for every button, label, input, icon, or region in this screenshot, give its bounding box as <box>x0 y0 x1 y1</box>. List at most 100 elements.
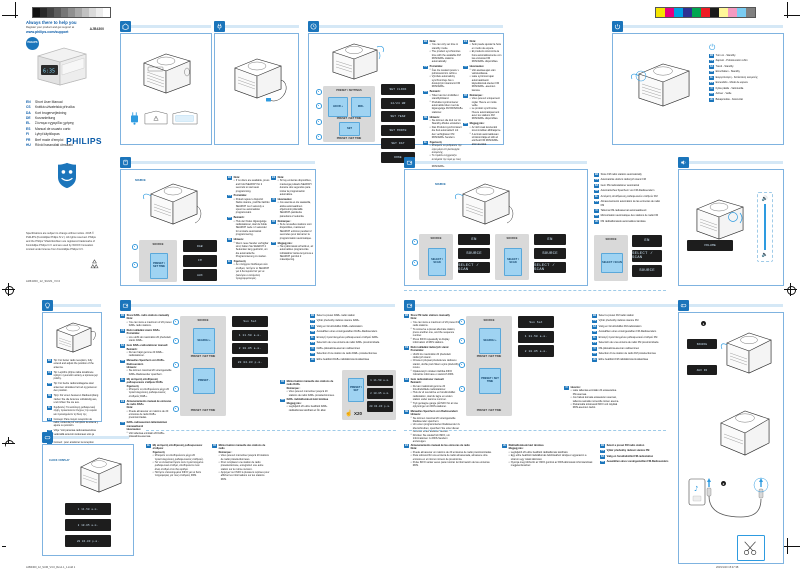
dab-instruction-line-1: Vous pouvez mémoriser jusqu'à 20 station… <box>287 390 336 397</box>
dab-instruction-body: Μη αυτόματη αποθήκευση ραδιοφωνικών σταθ… <box>127 378 174 398</box>
dab-instruction-title: Μη αυτόματη αποθήκευση ραδιοφωνικών σταθ… <box>126 377 164 385</box>
lcd-fm-auto-2-text: SOURCE <box>466 251 482 256</box>
gray-swatch-8 <box>89 8 96 17</box>
device-illustration-fm-auto <box>451 178 517 232</box>
lcd-source-1-text: DAB <box>197 244 203 248</box>
accessory-power-adapter <box>129 111 140 130</box>
button-set[interactable]: SET <box>339 122 360 136</box>
language-flag-de: DE <box>120 359 126 364</box>
tab-rule-dab-manual <box>131 304 395 307</box>
button-dab-preset-x20[interactable]: PRESET / SET <box>348 378 364 402</box>
bottom-instruction-a-title: Μη αυτόματη αποθήκευση ραδιοφωνικών σταθ… <box>152 444 203 451</box>
tip-text: Tip: For better radio reception, fully e… <box>53 359 94 369</box>
button-hour-plus[interactable]: HOUR + <box>328 97 348 117</box>
button-fm-auto-select-scan[interactable]: SELECT / SCAN <box>601 253 623 273</box>
source-instruction-line-1: Jos asemia ei ole saatavilla, aloita aut… <box>278 201 314 218</box>
card-title-fm-auto-2: SOURCE <box>506 237 518 240</box>
button-card-fm-auto-2: SOURCE SELECT / SCAN <box>495 234 529 280</box>
button-min-minus[interactable]: MIN - <box>351 97 371 117</box>
language-flag-es: ES <box>592 341 598 346</box>
lcd-clock-1: SET CLOCK <box>381 84 415 95</box>
preset-display-list: 1 11.50 a.m. 2 10.05 a.m. 20 04.03 p.m. <box>367 375 393 412</box>
clock-instruction-title: Nota: <box>469 40 476 43</box>
fm-instruction-line-3: Tryk gentagne gange på INFO for at vise … <box>411 401 460 409</box>
clock-instruction-line-1: Sie können die Zeit nur im Standby-Modus… <box>430 119 463 126</box>
lcd-clock-3-text: SET YEAR <box>390 115 406 118</box>
lcd-fm-auto-7-text: EN <box>644 239 650 243</box>
fm-bullet-3 <box>459 362 465 368</box>
lcd-clock-5-text: SET DAY <box>391 142 405 145</box>
dab-select-text: Auswählen eines voreingestellten DAB+-Ra… <box>316 330 378 334</box>
card-mid-fm: PRESET / SET TIME <box>476 355 502 358</box>
bottom-instruction-c-line-3: Pulse INFO varias veces para mostrar la … <box>411 461 496 468</box>
color-calibration-bar <box>655 7 756 18</box>
button-dab-preset[interactable]: PRESET - <box>193 368 215 394</box>
philips-badge: PHILIPS <box>26 36 39 50</box>
lcd-mode-2: 2 10.05 a.m. <box>65 519 111 531</box>
lcd-fm-auto-9-text: SOURCE <box>639 269 655 273</box>
button-fm-auto-scan-1[interactable]: SELECT / SCAN <box>428 248 446 276</box>
clock-instruction-body: Poznámka:Čas lze nastavit pouze v pohoto… <box>430 65 463 89</box>
volume-track[interactable] <box>764 204 766 250</box>
button-fm-preset[interactable]: PRESET / SET TIME <box>479 368 501 394</box>
fm-auto-text: Almacenamiento automático de las emisora… <box>600 200 661 207</box>
dab-instruction-note-title: Bemærk: <box>126 347 138 351</box>
lcd-source-3: AUX <box>183 269 217 281</box>
bottom-instruction-e-body: Výběr předvolby rádiové stanice FM <box>607 449 650 453</box>
fm-instruction-line-1: Sie können maximal 20 voreingestellte Ra… <box>411 416 460 424</box>
language-flag-fi: FI <box>709 87 715 91</box>
product-photo: 6:35 <box>30 44 90 86</box>
button-card-dab: SOURCE SEARCH + PRESET / SET TIME PRESET… <box>173 316 226 416</box>
button-fm-auto-scan-2[interactable]: SELECT / SCAN <box>504 248 522 276</box>
button-dab-search[interactable]: SEARCH + <box>193 328 215 354</box>
fm-instruction-line-2: To conserve a preset alternate station, … <box>411 327 460 338</box>
language-flag-de: DE <box>310 330 316 335</box>
accessory-quick-guide <box>172 110 198 130</box>
source-instruction-title: Nota: <box>277 176 284 179</box>
button-fm-search[interactable]: SEARCH + <box>479 328 501 354</box>
source-instruction-line-1: Wenn neue Sender verfügbar sind, halten … <box>234 241 270 259</box>
source-bullet-2 <box>132 262 138 268</box>
fm-auto-bullet-2 <box>412 260 418 266</box>
bottom-instruction-e-body: Vælg en forudindstillet FM-radiostation <box>607 455 654 459</box>
clock-instruction-title: Huomautus: <box>469 65 485 69</box>
lcd-fm-auto-6-text: SELECT / SCAN <box>534 263 555 272</box>
fm-auto-text: Automatické uložení rádiových stanic FM <box>600 178 647 182</box>
source-instruction-line-1: Hvis der findes tilgængelige radiostatio… <box>234 219 270 237</box>
lcd-clock-4: SET MONTH <box>381 124 415 136</box>
cover-url[interactable]: www.philips.com/support <box>26 29 69 34</box>
color-swatch-10 <box>746 8 755 17</box>
button-source-preset[interactable]: PRESET / SET TIME <box>150 253 168 279</box>
button-fm-search-label: SEARCH + <box>483 338 497 342</box>
language-flag-es: ES <box>404 444 410 448</box>
svg-text:6:35: 6:35 <box>43 69 55 75</box>
language-flag-fi: FI <box>47 429 53 434</box>
bottom-instruction-d-body: Rádióállomások kézi tárolásaMegjegyzés:L… <box>509 444 594 468</box>
fm-auto-bullet-1 <box>412 239 418 245</box>
dab-instruction-body: Manuelles Speichern von DAB+-Radiosender… <box>127 359 174 376</box>
card-foot-fm: PRESET / SET TIME <box>476 409 502 412</box>
fm-instruction-line-3: Opakovaným stiskem tlačítka INFO zobrazí… <box>411 369 460 377</box>
language-flag-cs: CS <box>423 65 429 70</box>
bottom-instruction-d-note-title: Megjegyzés: <box>508 447 524 451</box>
volume-slider[interactable]: 🔊 🔈 <box>757 192 773 262</box>
source-instruction-body: Σημείωση:Αν υπάρχουν διαθέσιμοι νέοι στα… <box>234 260 270 280</box>
tab-icon-clock-set <box>308 21 319 32</box>
gray-swatch-6 <box>75 8 82 17</box>
